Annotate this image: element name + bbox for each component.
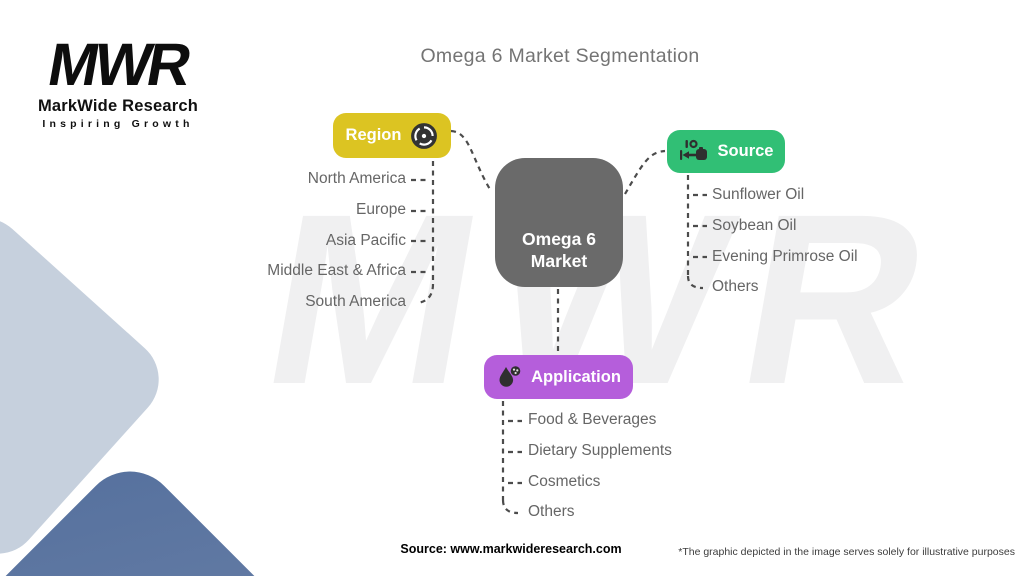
region-tree-line <box>411 161 435 305</box>
application-item: Cosmetics <box>528 472 601 490</box>
footer-disclaimer: *The graphic depicted in the image serve… <box>678 546 1015 558</box>
application-item: Food & Beverages <box>528 411 657 428</box>
page-title: Omega 6 Market Segmentation <box>420 45 700 67</box>
source-label: Source <box>717 142 774 160</box>
region-item: Middle East & Africa <box>267 262 406 280</box>
globe-fan-icon <box>410 122 438 150</box>
branch-node-application: Application <box>484 355 633 399</box>
branch-node-region: Region <box>333 113 451 158</box>
source-item: Soybean Oil <box>712 216 797 234</box>
application-label: Application <box>531 367 621 386</box>
connector-center-source <box>624 149 666 195</box>
logo-name: MarkWide Research <box>37 97 199 115</box>
input-source-icon <box>679 138 709 165</box>
source-item: Sunflower Oil <box>712 186 805 203</box>
markwide-logo: MWR MarkWide Research Inspiring Growth <box>30 31 206 130</box>
region-item: Asia Pacific <box>325 231 406 249</box>
region-item: South America <box>305 293 406 310</box>
source-item: Others <box>712 278 759 296</box>
application-item: Others <box>528 503 575 521</box>
center-node-label-line2: Market <box>530 251 588 271</box>
branch-node-source: Source <box>667 130 785 173</box>
drop-blossom-icon <box>496 363 522 391</box>
region-label: Region <box>345 126 402 144</box>
logo-tagline: Inspiring Growth <box>42 118 194 130</box>
center-node-omega6-market: Omega 6 Market <box>495 158 623 287</box>
region-item: Europe <box>356 200 406 218</box>
source-item: Evening Primrose Oil <box>712 247 858 265</box>
application-item: Dietary Supplements <box>528 441 672 459</box>
source-tree-line <box>686 175 707 290</box>
region-item: North America <box>307 170 406 187</box>
connector-region-center <box>450 129 492 192</box>
center-node-label-line1: Omega 6 <box>522 229 596 249</box>
application-tree-line <box>501 401 522 515</box>
footer-source-url: Source: www.markwideresearch.com <box>400 542 622 556</box>
